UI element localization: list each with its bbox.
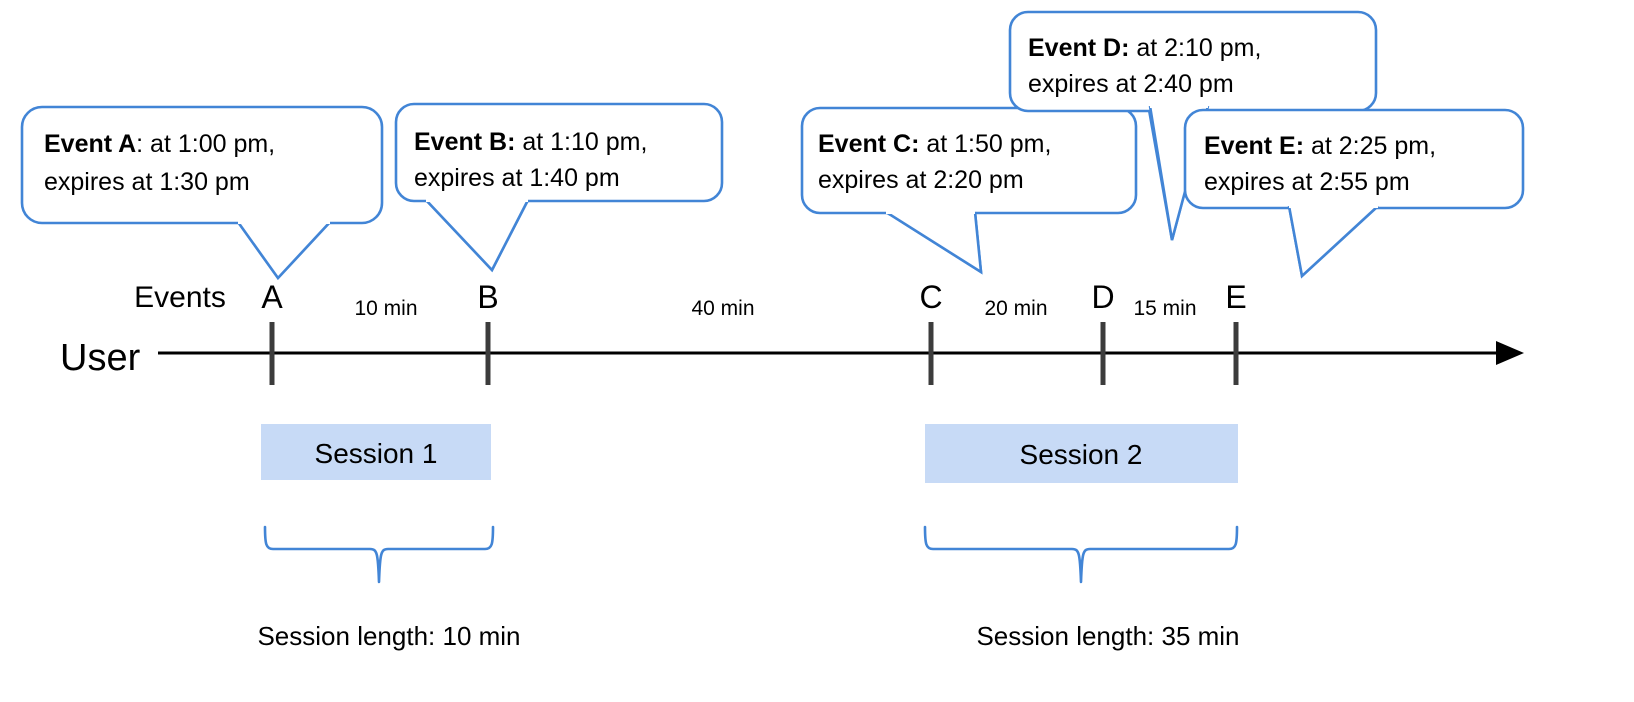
callout-b-rest: at 1:10 pm, <box>515 128 647 156</box>
gap-label-d-e: 15 min <box>1133 297 1196 320</box>
callout-c-bold: Event C: <box>818 130 919 158</box>
user-lane-label: User <box>60 337 141 379</box>
event-letter-c: C <box>919 279 942 315</box>
session-box-2 <box>925 424 1238 483</box>
callout-a-bold: Event A <box>44 130 136 158</box>
callout-b-line2: expires at 1:40 pm <box>414 164 620 192</box>
callout-a-rest: at 1:00 pm, <box>143 130 275 158</box>
callout-c-rest: at 1:50 pm, <box>919 130 1051 158</box>
callout-a-line2: expires at 1:30 pm <box>44 168 250 196</box>
callout-b-box <box>394 102 724 203</box>
session-brace-2 <box>923 525 1239 584</box>
session-length-label-2: Session length: 35 min <box>976 621 1239 651</box>
callout-a-sep: : <box>136 130 143 158</box>
callout-d-rest: at 2:10 pm, <box>1129 34 1261 62</box>
timeline-arrowhead <box>1496 341 1524 365</box>
callout-event-a: Event A: at 1:00 pm, expires at 1:30 pm <box>20 105 384 281</box>
session-box-1 <box>261 424 491 480</box>
callout-a-line1: Event A: at 1:00 pm, <box>44 130 275 158</box>
event-letter-e: E <box>1225 279 1246 315</box>
callout-c-box <box>800 106 1138 215</box>
gap-label-b-c: 40 min <box>691 297 754 320</box>
event-letter-a: A <box>261 279 283 315</box>
callout-e-rest: at 2:25 pm, <box>1304 132 1436 160</box>
callout-c-line2: expires at 2:20 pm <box>818 166 1024 194</box>
callout-b-tail-outline <box>425 199 530 273</box>
session-length-label-1: Session length: 10 min <box>257 621 520 651</box>
callout-c-tail-outline <box>885 210 983 275</box>
callout-e-tail-outline <box>1287 205 1379 279</box>
callout-b-line1: Event B: at 1:10 pm, <box>414 128 647 156</box>
events-row-label: Events <box>134 281 226 314</box>
session-label-2: Session 2 <box>1020 439 1143 470</box>
event-letter-d: D <box>1091 279 1114 315</box>
callout-e-line2: expires at 2:55 pm <box>1204 168 1410 196</box>
gap-label-a-b: 10 min <box>354 297 417 320</box>
session-brace-1 <box>263 525 495 584</box>
callout-a-tail-outline <box>236 221 331 281</box>
event-letter-b: B <box>477 279 498 315</box>
callout-b-bold: Event B: <box>414 128 515 156</box>
callout-event-c: Event C: at 1:50 pm, expires at 2:20 pm <box>800 106 1138 275</box>
callout-e-bold: Event E: <box>1204 132 1304 160</box>
session-label-1: Session 1 <box>315 438 438 469</box>
callout-event-e: Event E: at 2:25 pm, expires at 2:55 pm <box>1183 108 1525 279</box>
callout-c-line1: Event C: at 1:50 pm, <box>818 130 1051 158</box>
callout-event-b: Event B: at 1:10 pm, expires at 1:40 pm <box>394 102 724 273</box>
callout-e-line1: Event E: at 2:25 pm, <box>1204 132 1436 160</box>
callout-d-line1: Event D: at 2:10 pm, <box>1028 34 1261 62</box>
callout-d-line2: expires at 2:40 pm <box>1028 70 1234 98</box>
callout-d-bold: Event D: <box>1028 34 1129 62</box>
gap-label-c-d: 20 min <box>984 297 1047 320</box>
callout-a-box <box>20 105 384 225</box>
